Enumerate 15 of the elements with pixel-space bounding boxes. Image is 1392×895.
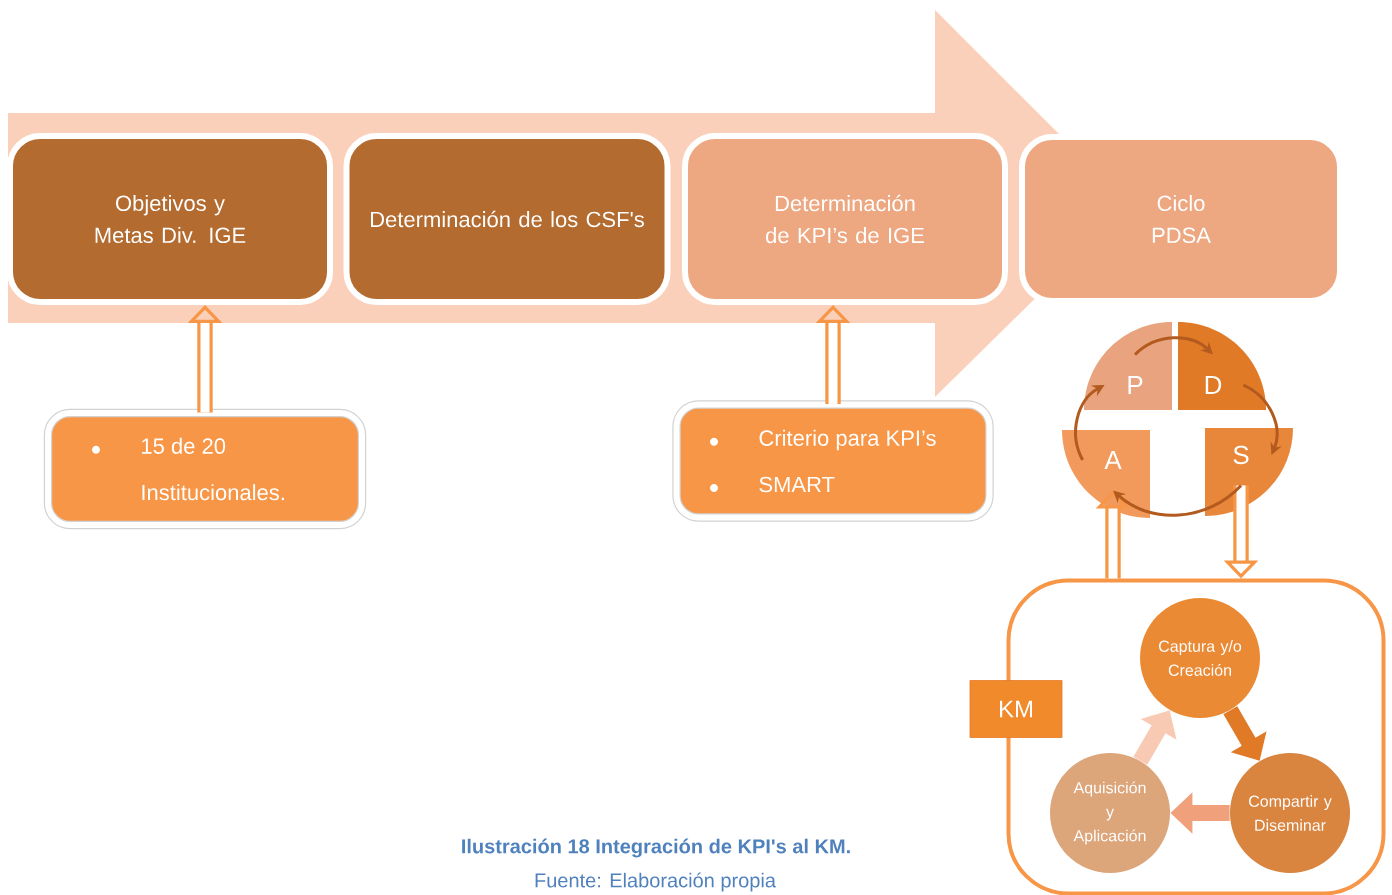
caption: Ilustración 18 Integración de KPI's al KM. <box>462 838 850 858</box>
tag-box: KM <box>969 680 1063 738</box>
process-box: Objetivos y Metas Div. IGE <box>7 133 333 305</box>
process-box: Determinación de KPI’s de IGE <box>682 133 1008 305</box>
source-note: Fuente: Elaboración propia <box>535 872 776 892</box>
cycle-quarter: P <box>1084 322 1172 410</box>
cycle-quarter: D <box>1178 322 1266 410</box>
cycle-arrow <box>1113 484 1243 517</box>
process-box: Ciclo PDSA <box>1019 134 1343 304</box>
bullet-list-box: 15 de 20 Institucionales. <box>43 408 367 530</box>
cycle-quarter: A <box>1062 430 1150 518</box>
cycle-quarter: S <box>1205 428 1293 516</box>
cycle-arrow <box>1134 336 1213 356</box>
process-box: Determinación de los CSF's <box>343 133 671 305</box>
bullet-list-box: Criterio para KPI’s SMART <box>672 400 994 522</box>
